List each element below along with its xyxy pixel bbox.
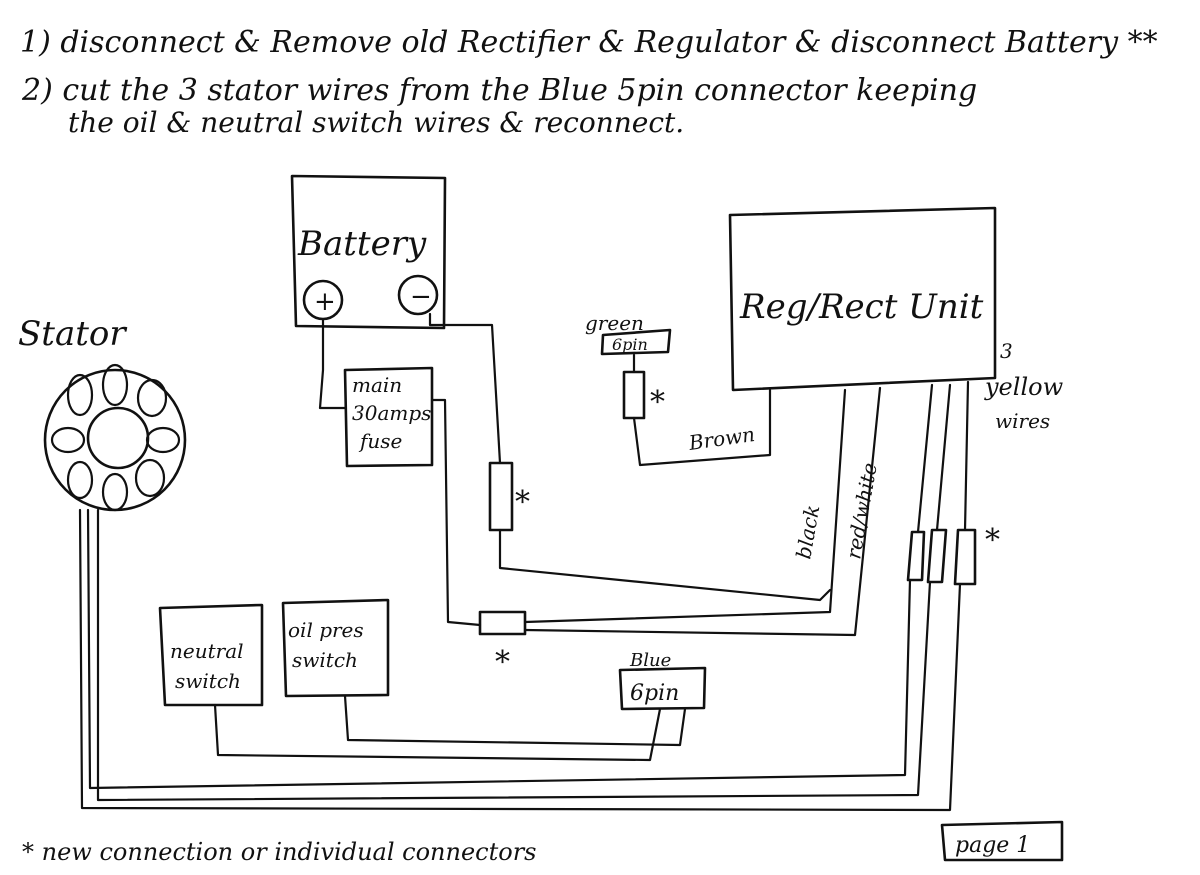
blue-6pin-connector: Blue 6pin — [618, 650, 707, 711]
instruction-1: 1) disconnect & Remove old Rectifier & R… — [20, 25, 1158, 60]
negative-connector — [488, 461, 514, 532]
oil-label-1: oil pres — [288, 618, 364, 642]
battery-label: Battery — [297, 224, 427, 264]
new-connection-star: * — [495, 645, 510, 680]
neutral-label-2: switch — [175, 669, 241, 693]
green-label: green — [585, 311, 644, 335]
redwhite-wire-label: red/white — [841, 461, 882, 561]
neutral-switch: neutral switch — [158, 603, 264, 707]
regrect-label: Reg/Rect Unit — [739, 287, 984, 327]
legend-note: * new connection or individual connector… — [22, 838, 537, 866]
black-wire-label: black — [791, 503, 824, 561]
fuse-connector — [478, 610, 527, 636]
neutral-label-1: neutral — [170, 639, 244, 663]
new-connection-star: * — [650, 385, 665, 420]
oil-pressure-switch: oil pres switch — [281, 598, 390, 698]
instruction-3: the oil & neutral switch wires & reconne… — [68, 106, 684, 139]
new-connection-star: * — [985, 523, 1000, 558]
stator: Stator — [18, 314, 187, 512]
blue-label: Blue — [629, 650, 671, 671]
brown-wire-label: Brown — [686, 422, 756, 455]
yellow-label-2: yellow — [984, 373, 1064, 401]
fuse-label-2: 30amps — [352, 401, 431, 425]
new-connection-star: * — [515, 485, 530, 520]
green-connector-label: 6pin — [612, 335, 648, 354]
instruction-2: 2) cut the 3 stator wires from the Blue … — [21, 73, 977, 108]
green-6pin-connector: green 6pin * — [585, 311, 672, 420]
fuse-label-1: main — [352, 373, 402, 397]
yellow-label-1: 3 — [1000, 339, 1013, 363]
yellow-connectors — [906, 528, 977, 586]
oil-label-2: switch — [292, 648, 358, 672]
page-number: page 1 — [955, 833, 1030, 858]
main-fuse: main 30amps fuse — [343, 366, 434, 468]
fuse-label-3: fuse — [358, 429, 402, 453]
wires — [78, 312, 970, 812]
blue-connector-label: 6pin — [630, 681, 679, 706]
yellow-label-3: wires — [995, 409, 1050, 433]
page-box — [940, 820, 1064, 862]
battery: Battery + − — [290, 174, 447, 330]
battery-negative: − — [410, 282, 432, 312]
reg-rect-unit: Reg/Rect Unit — [728, 206, 997, 392]
battery-positive: + — [314, 287, 336, 317]
stator-label: Stator — [18, 314, 127, 354]
